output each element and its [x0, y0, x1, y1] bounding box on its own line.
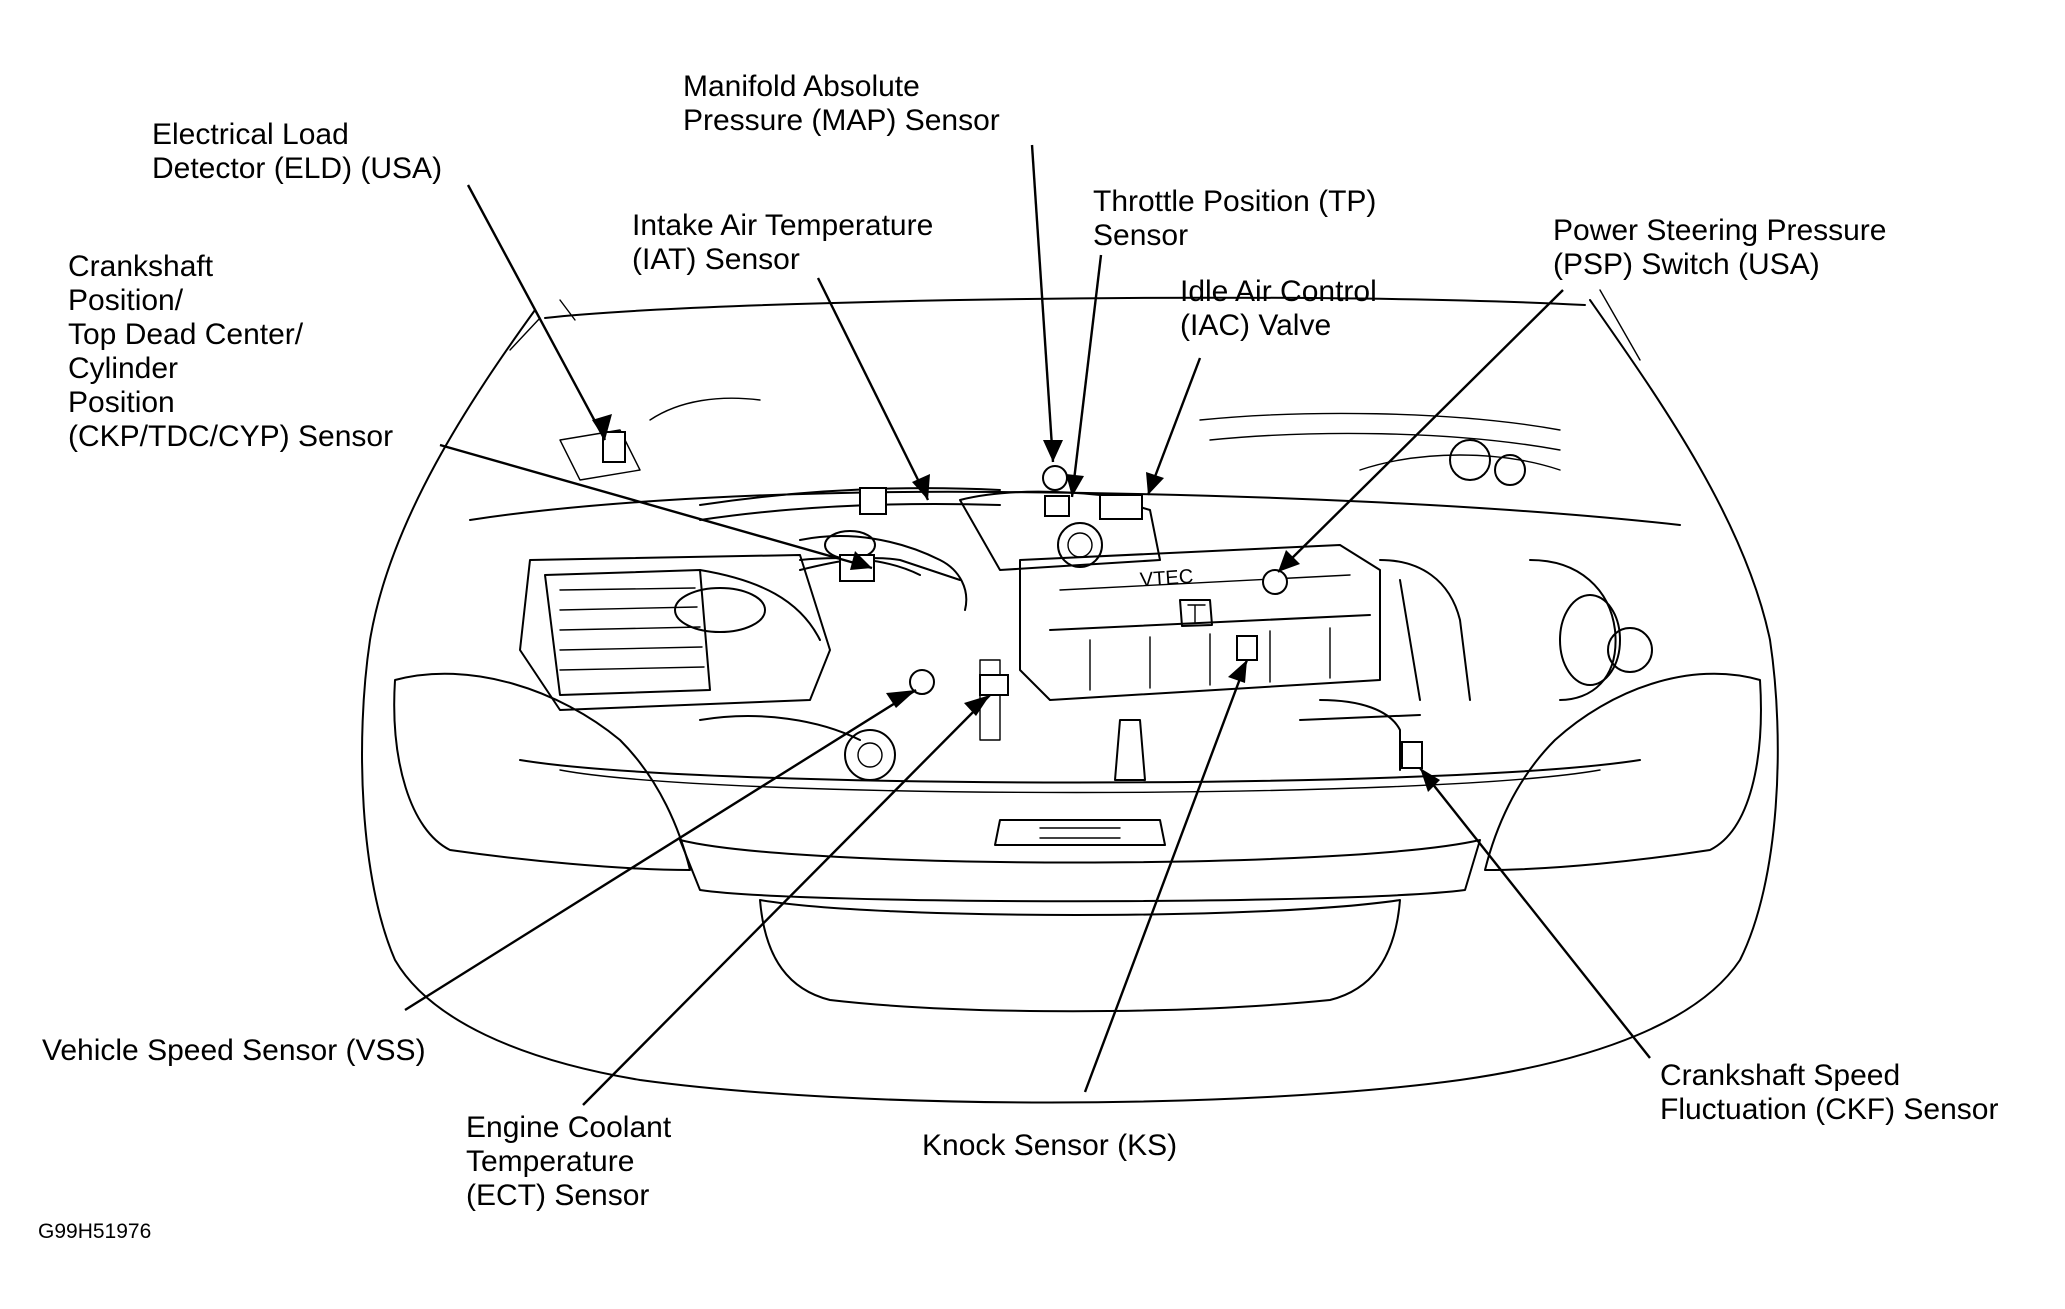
- arrow-ckp: [850, 551, 872, 570]
- arrow-ckf: [1420, 768, 1440, 792]
- arrow-tp: [1066, 474, 1084, 497]
- psp-part: [1262, 569, 1288, 595]
- front-grille: [679, 819, 1481, 1013]
- arrowheads: [592, 414, 1440, 792]
- leader-map: [1030, 144, 1055, 463]
- tp-part: [1044, 495, 1070, 517]
- intake-duct: [799, 530, 968, 611]
- leader-vss: [404, 688, 917, 1012]
- leader-tp: [1070, 254, 1103, 498]
- leader-iac: [1146, 357, 1202, 496]
- label-ckp: Crankshaft Position/ Top Dead Center/ Cy…: [68, 250, 394, 453]
- label-ks: Knock Sensor (KS): [922, 1129, 1178, 1162]
- headlight-left: [393, 672, 691, 871]
- right-engine-components: [1199, 412, 1653, 701]
- leader-lines: [404, 144, 1651, 1106]
- arrow-iac: [1146, 472, 1164, 495]
- arrow-map: [1043, 440, 1063, 462]
- eld-part: [602, 431, 626, 463]
- headlight-right: [1484, 672, 1762, 871]
- hood-outline: [361, 289, 1779, 1104]
- label-iat: Intake Air Temperature (IAT) Sensor: [632, 209, 934, 276]
- leader-psp: [1277, 289, 1564, 573]
- intake-manifold: [699, 487, 1161, 571]
- label-ckf: Crankshaft Speed Fluctuation (CKF) Senso…: [1660, 1059, 1999, 1126]
- label-ect: Engine Coolant Temperature (ECT) Sensor: [466, 1111, 672, 1212]
- radiator-support: [469, 490, 1681, 794]
- leader-ks: [1083, 659, 1249, 1093]
- vss-part: [909, 669, 935, 695]
- leader-ckp: [439, 443, 873, 570]
- leader-ckf: [1419, 767, 1651, 1059]
- figure-id: G99H51976: [38, 1220, 152, 1243]
- label-tp: Throttle Position (TP) Sensor: [1093, 185, 1377, 252]
- leader-eld: [466, 184, 607, 441]
- arrow-ect: [964, 695, 990, 716]
- ect-part: [979, 674, 1009, 696]
- leader-ect: [582, 694, 991, 1106]
- arrow-eld: [592, 414, 612, 440]
- lower-engine-components: [559, 397, 1421, 781]
- label-vss: Vehicle Speed Sensor (VSS): [42, 1034, 426, 1067]
- ks-part: [1236, 635, 1258, 661]
- ckf-part: [1401, 741, 1423, 769]
- arrow-psp: [1278, 550, 1300, 572]
- iat-part: [859, 487, 887, 515]
- label-iac: Idle Air Control (IAC) Valve: [1180, 275, 1377, 342]
- iac-part: [1099, 494, 1143, 520]
- arrow-vss: [886, 690, 916, 708]
- air-cleaner-box: [519, 554, 961, 711]
- label-map: Manifold Absolute Pressure (MAP) Sensor: [683, 70, 1000, 137]
- valve-cover: [1019, 544, 1381, 701]
- label-eld: Electrical Load Detector (ELD) (USA): [152, 118, 443, 185]
- map-part: [1042, 465, 1068, 491]
- engine-marking: VTEC: [1139, 566, 1194, 592]
- label-psp: Power Steering Pressure (PSP) Switch (US…: [1553, 214, 1887, 281]
- leader-iat: [816, 277, 930, 501]
- arrow-ks: [1228, 660, 1247, 683]
- arrow-iat: [912, 474, 930, 500]
